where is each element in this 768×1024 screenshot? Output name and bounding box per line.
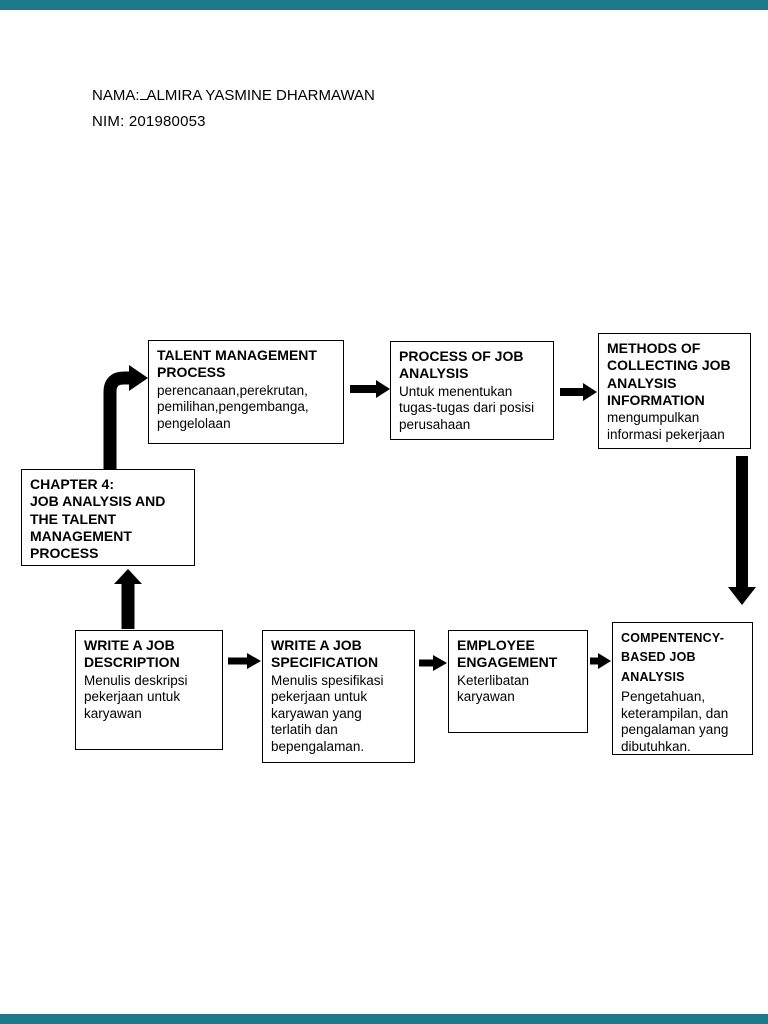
box-talent-management-process: TALENT MANAGEMENT PROCESS perencanaan,pe… bbox=[148, 340, 344, 444]
box-process-of-job-analysis: PROCESS OF JOB ANALYSIS Untuk menentukan… bbox=[390, 341, 554, 440]
student-name-line: NAMA: ALMIRA YASMINE DHARMAWAN bbox=[92, 86, 375, 103]
nama-value: ALMIRA YASMINE DHARMAWAN bbox=[146, 87, 375, 104]
box-write-job-description: WRITE A JOB DESCRIPTION Menulis deskrips… bbox=[75, 630, 223, 750]
box-write-job-specification: WRITE A JOB SPECIFICATION Menulis spesif… bbox=[262, 630, 415, 763]
underline-gap bbox=[139, 86, 147, 100]
box-employee-engagement: EMPLOYEE ENGAGEMENT Keterlibatan karyawa… bbox=[448, 630, 588, 733]
viewer-top-bar bbox=[0, 0, 768, 10]
box-chapter-4: CHAPTER 4: JOB ANALYSIS AND THE TALENT M… bbox=[21, 469, 195, 566]
box-body: Pengetahuan, keterampilan, dan pengalama… bbox=[621, 689, 729, 754]
box-body: perencanaan,perekrutan, pemilihan,pengem… bbox=[157, 382, 309, 431]
box-body: Menulis deskripsi pekerjaan untuk karyaw… bbox=[84, 672, 188, 721]
arrow-methods-down bbox=[728, 456, 756, 605]
document-header: NAMA: ALMIRA YASMINE DHARMAWAN NIM: 20198… bbox=[92, 86, 375, 140]
box-body: Untuk menentukan tugas-tugas dari posisi… bbox=[399, 383, 535, 432]
box-title: METHODS OF COLLECTING JOB ANALYSIS INFOR… bbox=[607, 340, 731, 409]
arrow-specification-to-employee bbox=[419, 655, 447, 671]
viewer-bottom-bar bbox=[0, 1014, 768, 1024]
box-title: COMPENTENCY-BASED JOB ANALYSIS bbox=[621, 631, 725, 684]
box-title: EMPLOYEE ENGAGEMENT bbox=[457, 637, 558, 671]
box-title: WRITE A JOB SPECIFICATION bbox=[271, 637, 379, 671]
box-body: Keterlibatan karyawan bbox=[457, 672, 530, 705]
box-title: TALENT MANAGEMENT PROCESS bbox=[157, 347, 317, 381]
nama-label: NAMA: bbox=[92, 87, 140, 104]
arrow-description-to-chapter bbox=[114, 569, 142, 629]
chapter-title-line1: CHAPTER 4: bbox=[30, 476, 115, 492]
box-body: Menulis spesifikasi pekerjaan untuk kary… bbox=[271, 672, 384, 754]
box-title: WRITE A JOB DESCRIPTION bbox=[84, 637, 180, 671]
arrow-process-to-methods bbox=[560, 383, 597, 401]
box-methods-of-collecting: METHODS OF COLLECTING JOB ANALYSIS INFOR… bbox=[598, 333, 751, 449]
chapter-title-line2: JOB ANALYSIS AND THE TALENT MANAGEMENT P… bbox=[30, 493, 166, 562]
arrow-talent-to-process bbox=[350, 380, 390, 398]
arrow-employee-to-competency bbox=[590, 653, 611, 669]
box-body: mengumpulkan informasi pekerjaan bbox=[607, 410, 725, 442]
student-nim-line: NIM: 201980053 bbox=[92, 113, 206, 130]
arrow-description-to-specification bbox=[228, 653, 261, 669]
box-title: PROCESS OF JOB ANALYSIS bbox=[399, 348, 524, 382]
arrow-chapter-to-talent bbox=[103, 365, 148, 469]
box-title: CHAPTER 4: JOB ANALYSIS AND THE TALENT M… bbox=[30, 476, 186, 563]
box-competency-based-job-analysis: COMPENTENCY-BASED JOB ANALYSIS Pengetahu… bbox=[612, 622, 753, 755]
